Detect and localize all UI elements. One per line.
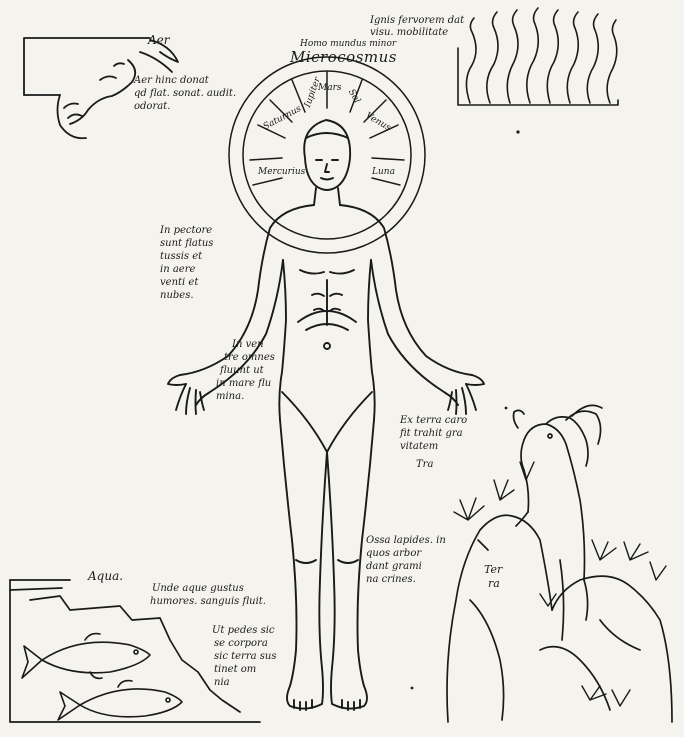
terra-plants [454, 462, 666, 706]
terra-caro-text-line-1: Ex terra caro [400, 416, 467, 427]
lapides-text-line-3: dant grami [366, 562, 422, 573]
ignis-flames [458, 8, 618, 105]
lapides-text-line-4: na crines. [366, 575, 416, 586]
pedes-text-line-3: sic terra sus [214, 652, 276, 663]
pectus-text-line-4: in aere [160, 265, 195, 276]
aqua-label: Aqua. [88, 570, 123, 583]
pectus-text-line-5: venti et [160, 278, 198, 289]
pectus-text-line-6: nubes. [160, 291, 194, 302]
halo-ray-label-6: Mercurius [258, 168, 305, 177]
terra-label-line-2: ra [488, 578, 500, 590]
venter-text-line-2: tre omnes [224, 353, 275, 364]
lapides-text-line-2: quos arbor [366, 549, 421, 560]
ignis-text-line-2: visu. mobilitate [370, 28, 448, 39]
pectus-text-line-3: tussis et [160, 252, 202, 263]
venter-text-line-5: mina. [216, 392, 244, 403]
aer-text-line-1: Aer hinc donat [134, 76, 209, 87]
page-title: Microcosmus [290, 50, 397, 66]
terra-caro-text-line-2: fit trahit gra [400, 429, 463, 440]
terra-label-line-1: Ter [484, 564, 502, 576]
halo-ray-label-3: Mars [318, 84, 342, 93]
pectus-text-line-1: In pectore [160, 226, 212, 237]
venter-text-line-1: In ven [232, 340, 264, 351]
aer-text-line-2: qd flat. sonat. audit. [134, 89, 236, 100]
pedes-text-line-1: Ut pedes sic [212, 626, 275, 637]
pedes-text-line-5: nia [214, 678, 230, 689]
halo-ray-label-7: Luna [372, 168, 395, 177]
fish-lower [58, 681, 182, 720]
pedes-text-line-2: se corpora [214, 639, 268, 650]
aer-text-line-3: odorat. [134, 102, 170, 113]
aer-label: Aer [148, 34, 170, 47]
venter-text-line-3: fluunt ut [220, 366, 264, 377]
fish-upper [22, 634, 150, 679]
aqua-text-line-1: Unde aque gustus [152, 584, 244, 595]
venter-text-line-4: in mare flu [216, 379, 271, 390]
terra-caro-label: Tra [416, 460, 433, 471]
pedes-text-line-4: tinet om [214, 665, 256, 676]
pectus-text-line-2: sunt flatus [160, 239, 213, 250]
terra-caro-text-line-3: vitatem [400, 442, 438, 453]
ignis-text-line-1: Ignis fervorem dat [370, 16, 464, 27]
aqua-text-line-2: humores. sanguis fluit. [150, 597, 266, 608]
aer-frame [24, 38, 150, 95]
lapides-text-line-1: Ossa lapides. in [366, 536, 446, 547]
